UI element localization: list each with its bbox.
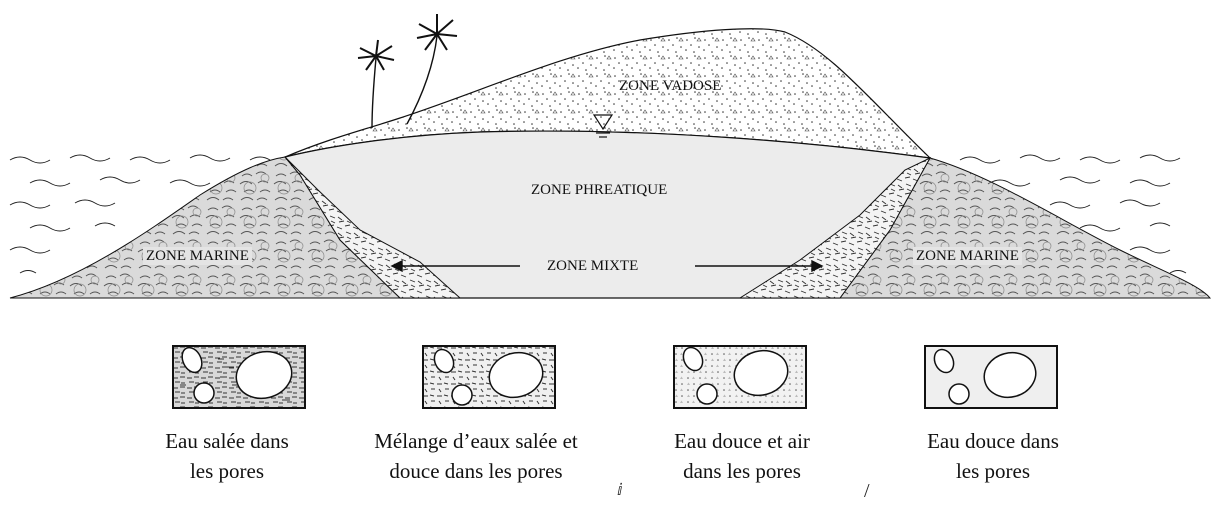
zone-phreatique-label: ZONE PHREATIQUE (528, 181, 670, 199)
palm-tree-small (358, 40, 394, 128)
caption-mixed-water: Mélange d’eaux salée et douce dans les p… (336, 426, 616, 486)
caption-fresh-water-air-line2: dans les pores (622, 456, 862, 486)
zone-marine-left-label: ZONE MARINE (143, 247, 252, 265)
legend-box-fresh-water-air (673, 345, 807, 409)
legend-box-fresh-water (924, 345, 1058, 409)
stray-mark-1: ⅈ (617, 480, 623, 500)
caption-mixed-water-line2: douce dans les pores (336, 456, 616, 486)
caption-fresh-water-line1: Eau douce dans (873, 426, 1113, 456)
stray-mark-2: / (864, 480, 870, 503)
zone-marine-right-label: ZONE MARINE (913, 247, 1022, 265)
caption-fresh-water: Eau douce dans les pores (873, 426, 1113, 486)
caption-salt-water-line1: Eau salée dans (107, 426, 347, 456)
caption-fresh-water-air-line1: Eau douce et air (622, 426, 862, 456)
caption-salt-water-line2: les pores (107, 456, 347, 486)
caption-fresh-water-air: Eau douce et air dans les pores (622, 426, 862, 486)
zone-vadose-label: ZONE VADOSE (616, 77, 724, 95)
caption-fresh-water-line2: les pores (873, 456, 1113, 486)
zone-mixte-label: ZONE MIXTE (544, 257, 641, 275)
legend-box-salt-water (172, 345, 306, 409)
caption-salt-water: Eau salée dans les pores (107, 426, 347, 486)
legend-box-mixed-water (422, 345, 556, 409)
caption-mixed-water-line1: Mélange d’eaux salée et (336, 426, 616, 456)
